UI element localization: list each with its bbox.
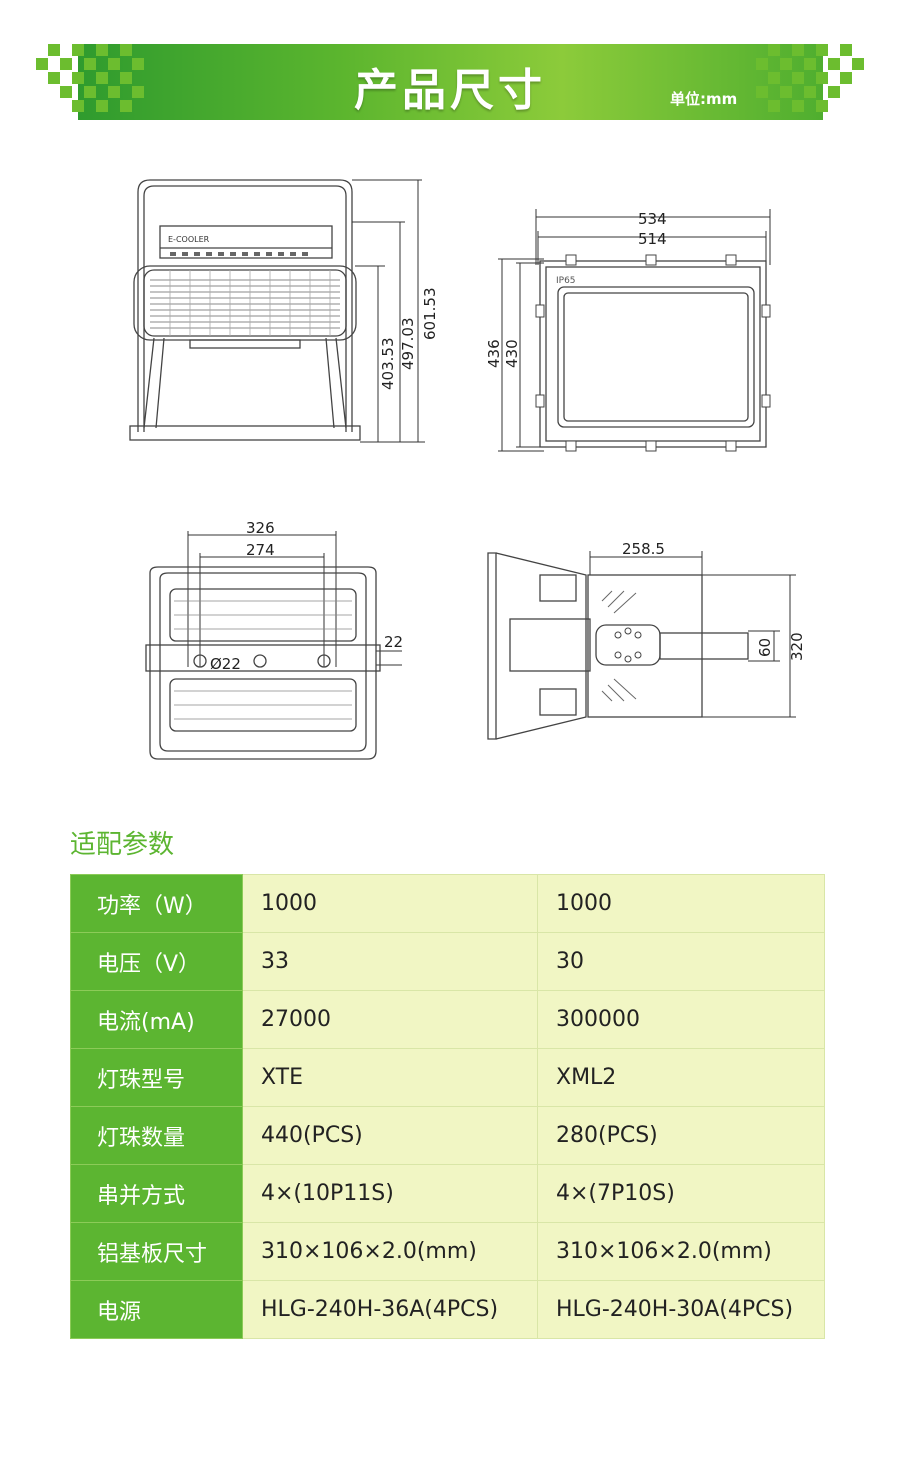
- row-value-1: 33: [242, 932, 538, 991]
- checker-pattern-right: [756, 44, 864, 112]
- dim-22: 22: [384, 633, 403, 651]
- dim-497-03: 497.03: [399, 318, 417, 371]
- front-view-drawing: E-COOLER 403.53 497.03 601.53: [129, 179, 439, 443]
- dim-430: 430: [503, 339, 521, 368]
- dim-534: 534: [638, 210, 667, 228]
- table-row: 灯珠数量 440(PCS) 280(PCS): [70, 1106, 825, 1165]
- row-value-1: XTE: [242, 1048, 538, 1107]
- checker-pattern-left: [36, 44, 144, 112]
- row-label: 灯珠数量: [70, 1106, 243, 1165]
- dim-601-53: 601.53: [421, 288, 439, 341]
- dim-403-53: 403.53: [379, 338, 397, 391]
- table-row: 电源 HLG-240H-36A(4PCS) HLG-240H-30A(4PCS): [70, 1280, 825, 1339]
- page-title: 产品尺寸: [354, 65, 546, 116]
- row-label: 电流(mA): [70, 990, 243, 1049]
- header-banner: [78, 44, 823, 120]
- row-label: 串并方式: [70, 1164, 243, 1223]
- table-row: 电压（V） 33 30: [70, 932, 825, 991]
- dim-hole-diameter: Ø22: [210, 655, 241, 673]
- row-value-2: HLG-240H-30A(4PCS): [537, 1280, 825, 1339]
- dim-258-5: 258.5: [622, 540, 665, 558]
- row-value-1: 27000: [242, 990, 538, 1049]
- table-row: 电流(mA) 27000 300000: [70, 990, 825, 1049]
- profile-view-drawing: 258.5 60 320: [487, 540, 806, 740]
- row-value-1: 1000: [242, 874, 538, 933]
- table-row: 铝基板尺寸 310×106×2.0(mm) 310×106×2.0(mm): [70, 1222, 825, 1281]
- ip65-badge: IP65: [556, 276, 576, 286]
- dim-274: 274: [246, 541, 275, 559]
- table-row: 灯珠型号 XTE XML2: [70, 1048, 825, 1107]
- row-label: 功率（W）: [70, 874, 243, 933]
- dim-60: 60: [756, 638, 774, 657]
- row-value-2: 1000: [537, 874, 825, 933]
- row-value-2: XML2: [537, 1048, 825, 1107]
- table-row: 功率（W） 1000 1000: [70, 874, 825, 933]
- table-row: 串并方式 4×(10P11S) 4×(7P10S): [70, 1164, 825, 1223]
- dim-436: 436: [485, 339, 503, 368]
- section-title-parameters: 适配参数: [70, 830, 175, 860]
- row-label: 灯珠型号: [70, 1048, 243, 1107]
- row-value-2: 4×(7P10S): [537, 1164, 825, 1223]
- dim-514: 514: [638, 230, 667, 248]
- dim-320: 320: [788, 632, 806, 661]
- unit-label: 单位:mm: [670, 90, 738, 108]
- brand-logo-text: E-COOLER: [168, 235, 210, 244]
- row-value-1: HLG-240H-36A(4PCS): [242, 1280, 538, 1339]
- side-view-drawing: IP65 534 514 436 430: [485, 209, 771, 452]
- back-view-drawing: 326 274 22 Ø22: [145, 519, 403, 760]
- row-label: 电压（V）: [70, 932, 243, 991]
- row-label: 铝基板尺寸: [70, 1222, 243, 1281]
- dim-326: 326: [246, 519, 275, 537]
- row-label: 电源: [70, 1280, 243, 1339]
- row-value-2: 310×106×2.0(mm): [537, 1222, 825, 1281]
- row-value-2: 300000: [537, 990, 825, 1049]
- row-value-2: 30: [537, 932, 825, 991]
- row-value-1: 4×(10P11S): [242, 1164, 538, 1223]
- row-value-1: 440(PCS): [242, 1106, 538, 1165]
- row-value-2: 280(PCS): [537, 1106, 825, 1165]
- row-value-1: 310×106×2.0(mm): [242, 1222, 538, 1281]
- parameters-table: 功率（W） 1000 1000 电压（V） 33 30 电流(mA) 27000…: [70, 874, 825, 1339]
